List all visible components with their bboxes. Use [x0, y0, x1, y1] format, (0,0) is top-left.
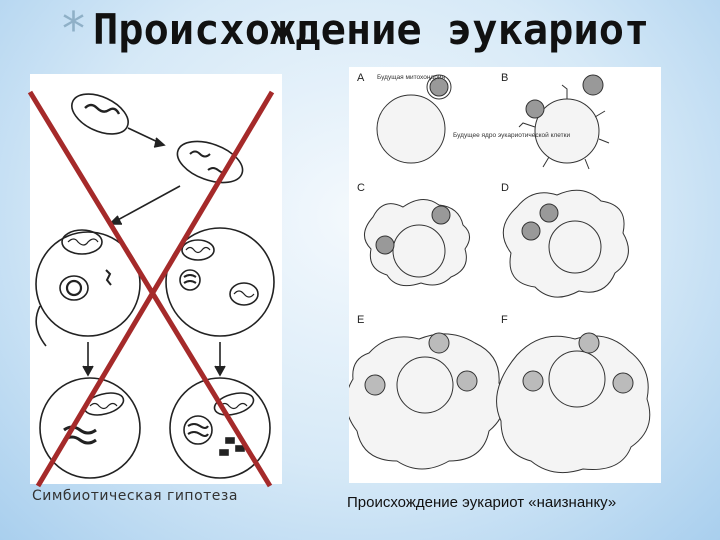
symbiotic-hypothesis-figure: [30, 74, 282, 484]
inside-out-figure: A B C D E F: [349, 67, 661, 483]
bacterium-cell: [66, 86, 135, 142]
annotation-future-mitochondrion: Будущая митохондрия: [377, 74, 445, 81]
panel-label-f: F: [501, 314, 508, 326]
caption-inside-out: Происхождение эукариот «наизнанку»: [347, 494, 616, 511]
title-bullet: *: [62, 6, 85, 52]
panel-label-e: E: [357, 314, 364, 326]
caption-symbiotic-hypothesis: Симбиотическая гипотеза: [32, 488, 238, 504]
symbiosis-diagram: [30, 74, 282, 484]
panel-label-c: C: [357, 182, 365, 194]
annotation-future-nucleus: Будущее ядро эукариотической клетки: [453, 131, 571, 139]
panel-label-a: A: [357, 72, 365, 84]
inside-out-diagram: A B C D E F: [349, 67, 661, 483]
slide-title: Происхождение эукариот: [93, 6, 649, 54]
title-row: * Происхождение эукариот: [62, 6, 649, 66]
panel-label-d: D: [501, 182, 509, 194]
panel-label-b: B: [501, 72, 508, 84]
